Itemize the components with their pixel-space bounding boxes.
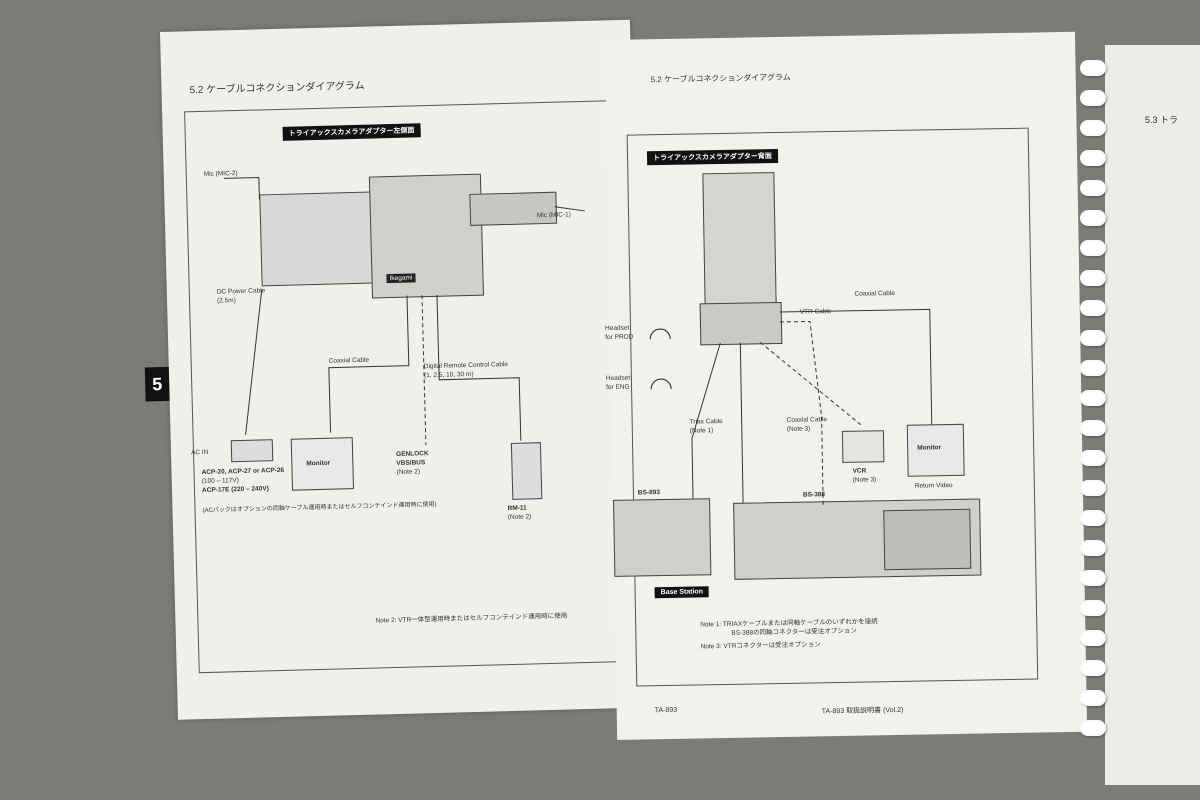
- binding-ring: [1080, 330, 1106, 346]
- binding-ring: [1080, 450, 1106, 466]
- binding-ring: [1080, 210, 1106, 226]
- binding-ring: [1080, 600, 1106, 616]
- binding-ring: [1080, 240, 1106, 256]
- chapter-tab: 5: [144, 366, 170, 402]
- binding-ring: [1080, 420, 1106, 436]
- left-manual-page: 5.2 ケーブルコネクションダイアグラム トライアックスカメラアダプター左側面 …: [144, 19, 648, 720]
- cable-lines-right: [649, 308, 933, 507]
- binding-ring: [1080, 660, 1106, 676]
- binding-ring: [1080, 540, 1106, 556]
- binding-ring: [1080, 630, 1106, 646]
- binding-ring: [1080, 90, 1106, 106]
- binding-ring: [1080, 690, 1106, 706]
- binding-ring: [1080, 480, 1106, 496]
- binding-ring: [1080, 270, 1106, 286]
- binding-ring: [1080, 60, 1106, 76]
- binding-ring: [1080, 510, 1106, 526]
- binding-ring: [1080, 180, 1106, 196]
- cable-lines-left: [223, 176, 585, 446]
- binding-ring: [1080, 360, 1106, 376]
- binding-ring: [1080, 150, 1106, 166]
- binding-ring: [1080, 570, 1106, 586]
- right-manual-page: 5.2 ケーブルコネクションダイアグラム トライアックスカメラアダプター背面 V…: [605, 31, 1088, 740]
- binding-ring: [1080, 720, 1106, 736]
- next-section-heading: 5.3 トラ: [1145, 115, 1179, 125]
- next-manual-page: 5.3 トラ: [1105, 45, 1200, 785]
- binding-ring: [1080, 120, 1106, 136]
- binding-ring: [1080, 300, 1106, 316]
- binding-ring: [1080, 390, 1106, 406]
